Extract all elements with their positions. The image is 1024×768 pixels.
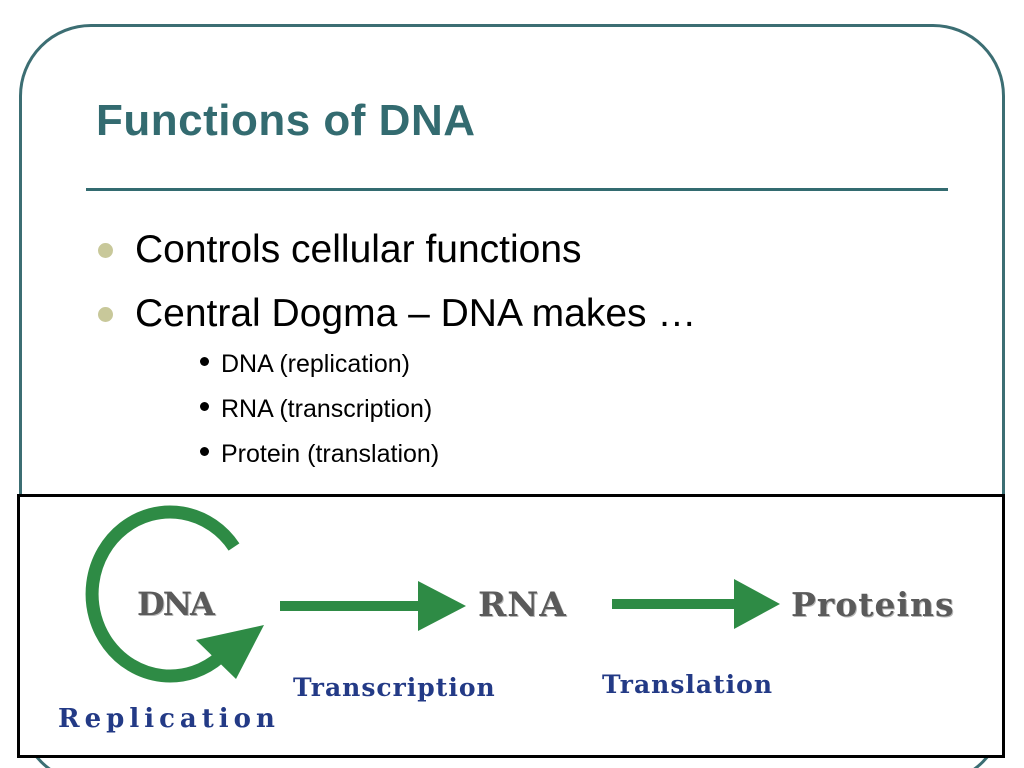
central-dogma-diagram: DNA RNA Proteins Replication Transcripti… <box>17 494 1005 758</box>
sub-bullet-list: DNA (replication) RNA (transcription) Pr… <box>200 342 439 477</box>
bullet-dot-icon <box>98 306 113 322</box>
bullet-item: Controls cellular functions <box>98 218 696 282</box>
rna-node-label: RNA <box>478 585 567 625</box>
sub-bullet-item: Protein (translation) <box>200 432 439 477</box>
translation-label: Translation <box>602 670 773 699</box>
transcription-label: Transcription <box>293 673 496 702</box>
sub-bullet-text: DNA (replication) <box>221 350 410 378</box>
replication-arrowhead-icon <box>196 625 264 679</box>
bullet-item: Central Dogma – DNA makes … <box>98 282 696 346</box>
sub-bullet-text: RNA (transcription) <box>221 395 433 423</box>
transcription-arrowhead-icon <box>418 581 466 631</box>
bullet-text: Controls cellular functions <box>135 228 582 271</box>
diagram-graphics <box>85 505 780 683</box>
replication-label: Replication <box>58 704 280 734</box>
title-divider <box>86 188 948 191</box>
sub-bullet-dot-icon <box>200 402 209 411</box>
bullet-text: Central Dogma – DNA makes … <box>135 292 697 335</box>
sub-bullet-text: Protein (translation) <box>221 440 440 468</box>
bullet-dot-icon <box>98 242 113 258</box>
slide-title: Functions of DNA <box>96 96 476 145</box>
sub-bullet-dot-icon <box>200 447 209 456</box>
dna-node-label: DNA <box>137 585 215 623</box>
replication-loop-arrow <box>85 505 240 683</box>
slide-frame <box>19 24 1005 768</box>
sub-bullet-item: DNA (replication) <box>200 342 439 387</box>
proteins-node-label: Proteins <box>791 585 955 624</box>
translation-arrow-shaft <box>612 599 736 609</box>
bullet-list: Controls cellular functions Central Dogm… <box>98 218 696 346</box>
sub-bullet-item: RNA (transcription) <box>200 387 439 432</box>
translation-arrowhead-icon <box>734 579 780 629</box>
sub-bullet-dot-icon <box>200 357 209 366</box>
transcription-arrow-shaft <box>280 601 420 611</box>
